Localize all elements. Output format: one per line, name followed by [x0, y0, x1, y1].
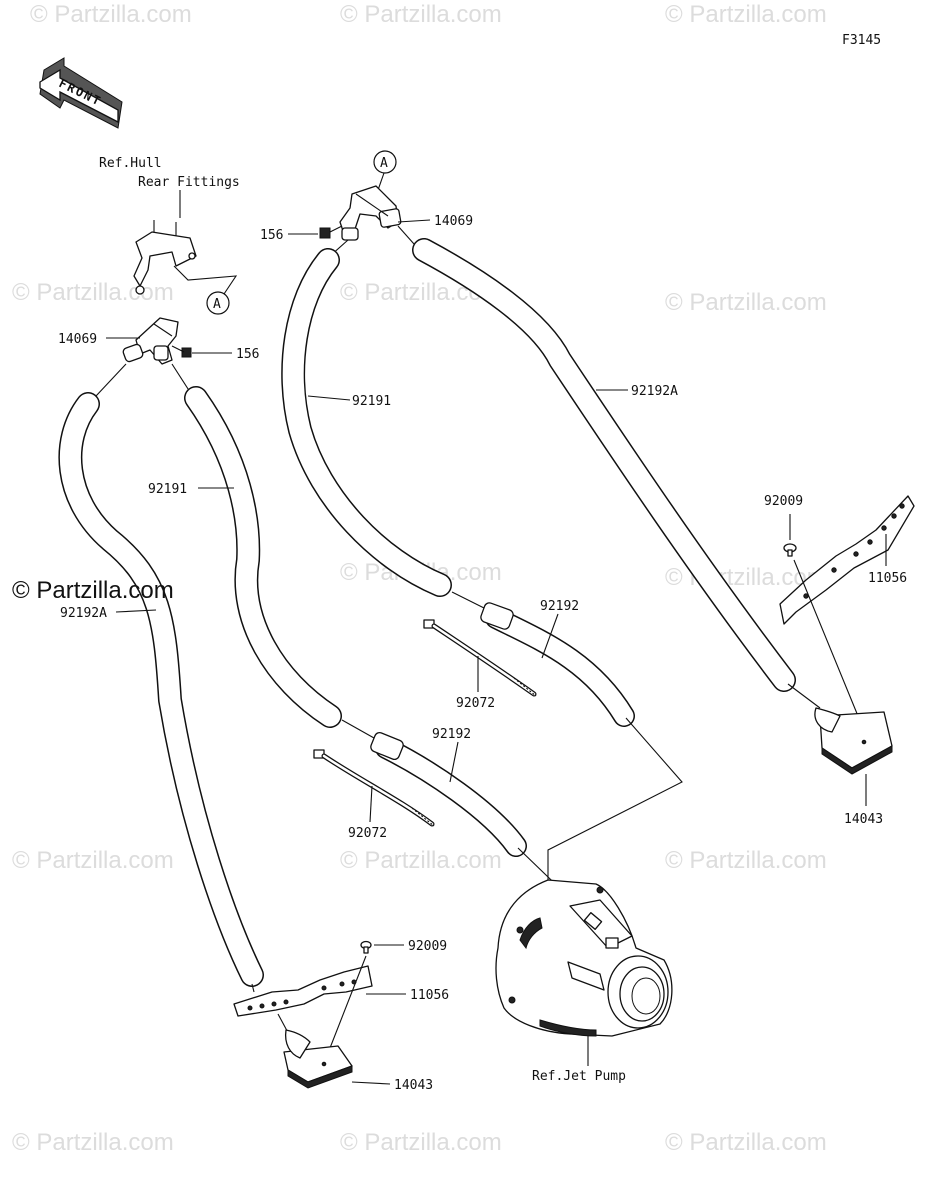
bracket-11056-right	[779, 495, 915, 625]
watermark: © Partzilla.com	[340, 847, 502, 874]
watermark: © Partzilla.com	[665, 289, 827, 316]
inlet-14043-left	[283, 1029, 353, 1089]
watermark-prominent: © Partzilla.com	[12, 577, 174, 604]
hose-92191-right	[281, 248, 452, 597]
watermark: © Partzilla.com	[12, 1129, 174, 1156]
screw-icon	[360, 940, 372, 954]
watermark: © Partzilla.com	[340, 1129, 502, 1156]
bolt-icon	[319, 225, 343, 239]
jet-pump	[495, 879, 673, 1037]
connector-a-label: A	[213, 297, 221, 312]
watermark: © Partzilla.com	[665, 847, 827, 874]
watermark: © Partzilla.com	[340, 1, 502, 28]
part-number-92009: 92009	[408, 939, 447, 954]
inlet-14043-right	[814, 707, 893, 775]
hose-92192-lower	[370, 731, 527, 857]
hull-rear-fitting-bracket	[133, 220, 197, 295]
part-number-92192a: 92192A	[631, 384, 678, 399]
part-number-92009: 92009	[764, 494, 803, 509]
connector-a-marker-left: A	[206, 291, 230, 315]
bolt-icon	[171, 345, 192, 358]
hose-92192-upper	[480, 602, 635, 727]
watermark: © Partzilla.com	[30, 1, 192, 28]
part-number-14069: 14069	[58, 332, 97, 347]
ref-jet-pump-label: Ref.Jet Pump	[532, 1069, 626, 1084]
t-fitting-left	[122, 317, 179, 365]
front-arrow-icon: FRONT	[39, 57, 123, 129]
part-number-156: 156	[236, 347, 259, 362]
part-number-92192a: 92192A	[60, 606, 107, 621]
part-number-11056: 11056	[410, 988, 449, 1003]
part-number-92191: 92191	[148, 482, 187, 497]
watermark-layer: © Partzilla.com © Partzilla.com © Partzi…	[12, 1, 827, 1156]
part-number-92192: 92192	[432, 727, 471, 742]
hose-92192a-right	[412, 238, 796, 692]
part-number-14043: 14043	[844, 812, 883, 827]
watermark: © Partzilla.com	[665, 1129, 827, 1156]
watermark: © Partzilla.com	[665, 1, 827, 28]
watermark: © Partzilla.com	[12, 847, 174, 874]
cable-tie-lower	[313, 749, 435, 827]
t-fitting-right	[339, 185, 402, 241]
screw-icon	[783, 543, 797, 557]
part-number-92072: 92072	[456, 696, 495, 711]
hose-92191-left	[184, 386, 342, 728]
hose-92192a-left	[58, 392, 264, 987]
connector-a-label: A	[380, 156, 388, 171]
part-number-14069: 14069	[434, 214, 473, 229]
part-number-156: 156	[260, 228, 283, 243]
ref-hull-label: Ref.Hull	[99, 156, 162, 171]
figure-code: F3145	[842, 33, 881, 48]
watermark: © Partzilla.com	[12, 279, 174, 306]
part-number-92191: 92191	[352, 394, 391, 409]
cable-tie-upper	[423, 619, 537, 697]
part-number-92072: 92072	[348, 826, 387, 841]
connector-a-marker-right: A	[373, 150, 397, 174]
part-number-11056: 11056	[868, 571, 907, 586]
ref-hull-rear-fittings-label: Rear Fittings	[138, 175, 240, 190]
part-number-14043: 14043	[394, 1078, 433, 1093]
part-number-92192: 92192	[540, 599, 579, 614]
